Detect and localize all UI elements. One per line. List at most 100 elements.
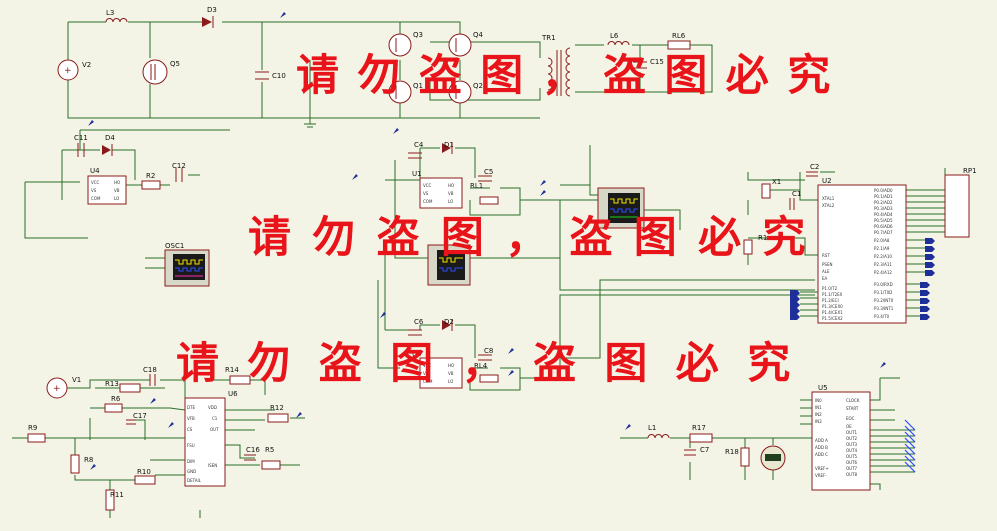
capacitor-c10: C10 [255, 71, 286, 80]
label-rp1: RP1 [963, 167, 977, 175]
label-r10: R10 [137, 468, 151, 476]
watermark-text-3: 请勿盗图，盗图必究 [176, 339, 819, 389]
svg-text:CLOCK: CLOCK [846, 398, 860, 403]
svg-text:P1.2/ECI: P1.2/ECI [822, 298, 839, 303]
transformer-tr1: TR1 [541, 34, 571, 97]
capacitor-c18: C18 [143, 366, 157, 386]
svg-text:EOC: EOC [846, 416, 855, 421]
watermark-text-1: 请勿盗图，盗图必究 [296, 51, 849, 101]
label-q1: Q1 [413, 82, 423, 90]
label-r5: R5 [265, 446, 274, 454]
resistor-r8: R8 [70, 454, 93, 474]
label-d1: D1 [444, 141, 454, 149]
svg-text:IN3: IN3 [815, 419, 822, 424]
svg-text:VB: VB [114, 188, 120, 193]
resistor-rl4: RL4 [474, 362, 499, 383]
svg-text:ADD A: ADD A [815, 438, 828, 443]
svg-text:OUT7: OUT7 [846, 466, 858, 471]
resistor-r10: R10 [134, 468, 156, 485]
voltage-source-v2: + V2 [57, 59, 91, 81]
capacitor-c12: C12 [172, 162, 186, 182]
oscilloscope-osc1[interactable]: OSC1 [164, 242, 210, 287]
svg-text:P0.6/AD6: P0.6/AD6 [874, 224, 893, 229]
svg-text:DIM: DIM [187, 459, 195, 464]
resistor-pack-rp1: RP1 [944, 167, 977, 238]
label-rl1: RL1 [470, 182, 483, 190]
svg-text:P0.5/AD5: P0.5/AD5 [874, 218, 893, 223]
resistor-r18: R18 [725, 447, 750, 467]
diode-d2: D2 [442, 318, 454, 331]
capacitor-c6: C6 [408, 318, 424, 336]
capacitor-c15: C15 [633, 58, 664, 69]
label-d2: D2 [444, 318, 454, 326]
label-u1: U1 [412, 170, 422, 178]
oscilloscope-mid[interactable] [597, 187, 645, 229]
svg-text:OUT: OUT [210, 427, 219, 432]
svg-text:P2.1/A9: P2.1/A9 [874, 246, 890, 251]
resistor-rl1: RL1 [470, 182, 499, 205]
inductor-l3: L3 [105, 9, 128, 23]
label-rl6: RL6 [672, 32, 686, 40]
label-r9: R9 [28, 424, 37, 432]
label-r6: R6 [111, 395, 121, 403]
adc-chip-u5: U5 CLOCK START EOC OE OUT1 OUT2 OUT3 OUT… [811, 384, 871, 491]
label-d3: D3 [207, 6, 217, 14]
svg-text:P3.1/TXD: P3.1/TXD [874, 290, 892, 295]
mosfet-q5: Q5 [142, 59, 180, 85]
svg-text:P3.2/INT0: P3.2/INT0 [874, 298, 894, 303]
label-u4: U4 [90, 167, 100, 175]
label-tr1: TR1 [541, 34, 556, 42]
resistor-r14: R14 [225, 366, 251, 385]
capacitor-c4: C4 [408, 141, 424, 159]
svg-text:OUT2: OUT2 [846, 436, 858, 441]
oscilloscope-center[interactable] [427, 244, 471, 286]
svg-text:LO: LO [448, 199, 453, 204]
mosfet-q1: Q1 [388, 80, 423, 104]
svg-text:VS: VS [423, 191, 429, 196]
label-r11: R11 [110, 491, 124, 499]
label-r8: R8 [84, 456, 93, 464]
svg-text:P2.4/A12: P2.4/A12 [874, 270, 892, 275]
label-q5: Q5 [170, 60, 180, 68]
capacitor-c1: C1 [789, 190, 801, 210]
svg-text:IN0: IN0 [815, 398, 822, 403]
label-q4: Q4 [473, 31, 484, 39]
capacitor-c8: C8 [478, 347, 493, 361]
svg-text:CS: CS [187, 427, 193, 432]
svg-text:VFB: VFB [187, 416, 195, 421]
svg-text:IN1: IN1 [815, 405, 822, 410]
svg-text:XTAL2: XTAL2 [822, 203, 835, 208]
svg-text:IN2: IN2 [815, 412, 822, 417]
watermark-layer: 请勿盗图，盗图必究 请勿盗图，盗图必究 请勿盗图，盗图必究 [176, 51, 849, 389]
label-r18: R18 [725, 448, 739, 456]
svg-text:ADD C: ADD C [815, 452, 828, 457]
microcontroller-u2: U2 XTAL1 XTAL2 RST PSEN ALE EA P1.0/T2 P… [817, 177, 907, 324]
port-terminals-u2 [790, 238, 935, 320]
svg-text:ADD B: ADD B [815, 445, 828, 450]
voltage-source-v1: + V1 [46, 376, 81, 399]
label-c17: C17 [133, 412, 147, 420]
svg-text:HO: HO [448, 183, 454, 188]
svg-text:FSU: FSU [187, 443, 195, 448]
label-c6: C6 [414, 318, 424, 326]
svg-text:P3.0/RXD: P3.0/RXD [874, 282, 893, 287]
label-x1: X1 [772, 178, 781, 186]
label-r13: R13 [105, 380, 119, 388]
svg-text:COM: COM [423, 199, 433, 204]
svg-text:P0.7/AD7: P0.7/AD7 [874, 230, 893, 235]
probe-markers [88, 12, 886, 470]
svg-text:P0.3/AD3: P0.3/AD3 [874, 206, 893, 211]
label-c11: C11 [74, 134, 88, 142]
label-c5: C5 [484, 168, 493, 176]
capacitor-c2: C2 [806, 163, 819, 177]
svg-text:GND: GND [187, 469, 196, 474]
label-r12: R12 [270, 404, 284, 412]
svg-text:+: + [64, 66, 72, 76]
svg-text:COM: COM [423, 379, 433, 384]
label-d4: D4 [105, 134, 115, 142]
svg-text:VCC: VCC [423, 183, 432, 188]
svg-text:COM: COM [91, 196, 101, 201]
resistor-rl6: RL6 [667, 32, 691, 50]
resistor-r1: R1 [743, 234, 767, 255]
svg-text:OUT8: OUT8 [846, 472, 858, 477]
